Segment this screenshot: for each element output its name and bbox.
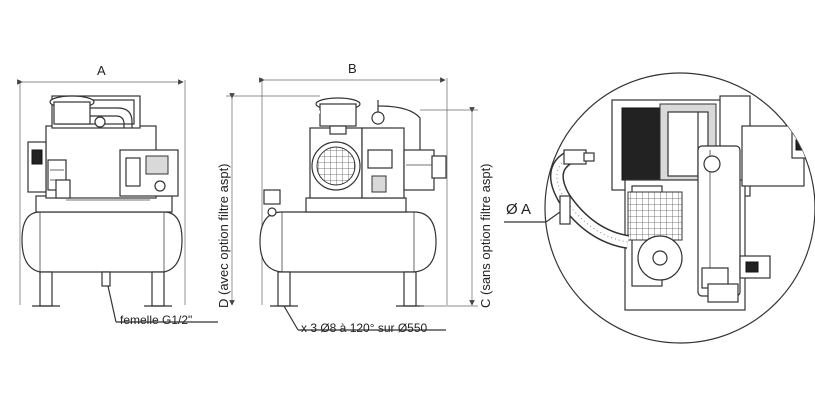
- dimension-a-label: A: [97, 63, 106, 78]
- drain-callout: femelle G1/2": [107, 285, 218, 327]
- height-dimensions: D (avec option filtre aspt) C (sans opti…: [216, 93, 493, 308]
- side-view: B: [259, 61, 448, 307]
- dimension-d-label: D (avec option filtre aspt): [216, 163, 231, 308]
- hose-fitting: [563, 149, 587, 165]
- foot-right: [151, 271, 165, 307]
- dimension-b-label: B: [348, 61, 357, 76]
- drain-plug: [101, 271, 111, 287]
- tank-front: [21, 211, 183, 273]
- drain-callout-label: femelle G1/2": [120, 313, 192, 327]
- top-detail-view: Ø A: [504, 72, 815, 344]
- feet-callout: x 3 Ø8 à 120° sur Ø550: [283, 305, 446, 335]
- diameter-a-label: Ø A: [506, 201, 531, 218]
- tank-side: [259, 211, 437, 273]
- foot-left: [39, 271, 53, 307]
- feet-callout-label: x 3 Ø8 à 120° sur Ø550: [301, 321, 428, 335]
- fan-grille-top: [627, 191, 683, 241]
- front-view: A: [17, 63, 186, 307]
- dimension-c-label: C (sans option filtre aspt): [478, 163, 493, 308]
